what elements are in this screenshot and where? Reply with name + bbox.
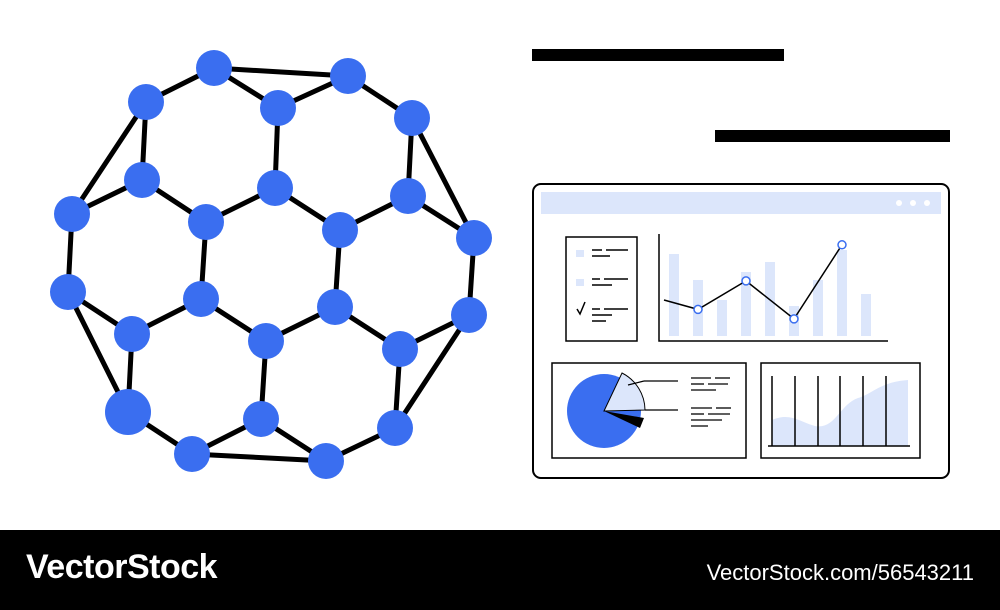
checklist-panel: [565, 236, 638, 342]
checkmark-icon: [576, 301, 586, 316]
heading-bar-2: [715, 130, 950, 142]
bar: [717, 300, 727, 336]
footer-bar: VectorStock VectorStock.com/56543211: [0, 530, 1000, 610]
heading-bar-1: [532, 49, 784, 61]
pie-chart-panel: [551, 362, 747, 459]
trend-point: [789, 314, 799, 324]
bar-line-chart: [658, 234, 888, 342]
trend-point: [741, 276, 751, 286]
trend-point: [693, 304, 703, 315]
window-dots: [896, 200, 930, 206]
bar: [837, 250, 847, 336]
bar: [813, 280, 823, 336]
image-id-text: VectorStock.com/56543211: [706, 560, 974, 585]
area-chart-panel: [760, 362, 921, 459]
brand-logo[interactable]: VectorStock: [26, 548, 218, 586]
fullerene-molecule-icon: [50, 50, 492, 479]
trend-point: [837, 240, 847, 250]
bar: [669, 254, 679, 336]
bar: [861, 294, 871, 336]
illustration: [50, 49, 950, 479]
bar: [741, 272, 751, 336]
dashboard-window-icon: [532, 183, 950, 479]
